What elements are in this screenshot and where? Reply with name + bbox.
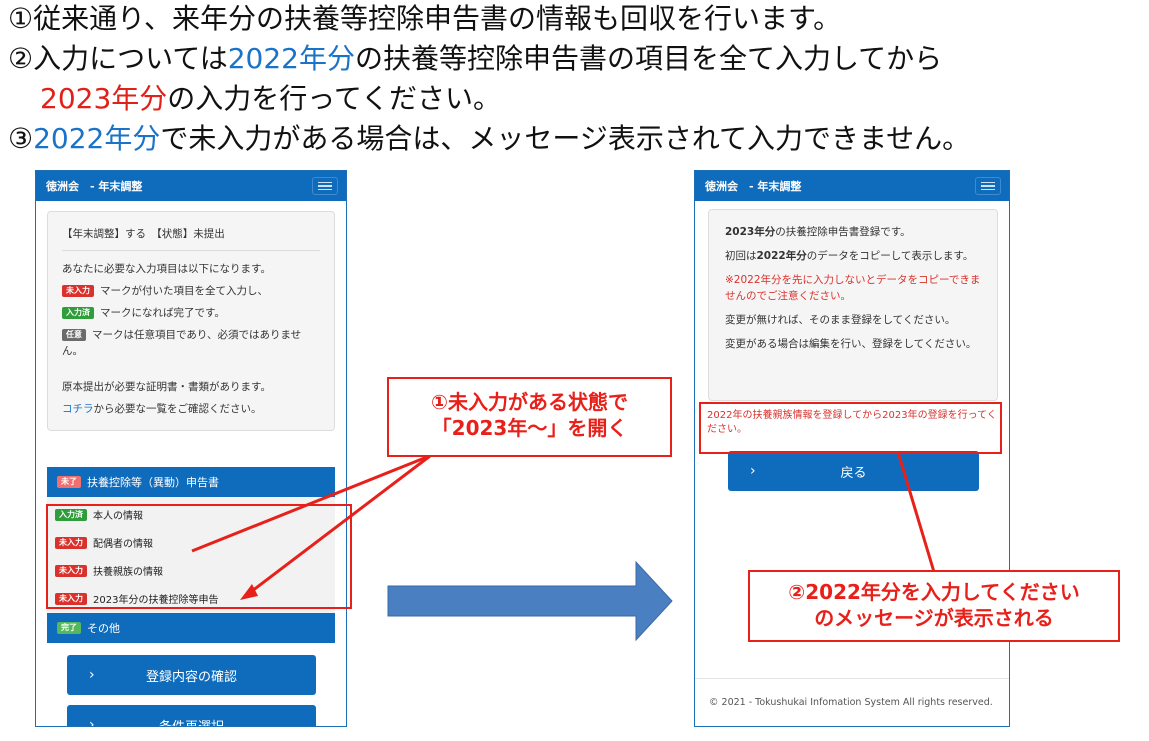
- heading-line-3: 2023年分の入力を行ってください。: [40, 82, 502, 115]
- info-p4: 変更が無ければ、そのまま登録をしてください。: [725, 314, 956, 326]
- intro-text: あなたに必要な入力項目は以下になります。: [62, 263, 271, 275]
- menu-icon[interactable]: [312, 177, 338, 195]
- unentered-badge: 未入力: [55, 536, 87, 549]
- legend-unentered: 未入力マークが付いた項目を全て入力し、: [62, 283, 320, 299]
- incomplete-badge: 未了: [57, 476, 81, 488]
- docs-link-line: コチラから必要な一覧をご確認ください。: [62, 403, 262, 415]
- unentered-badge: 未入力: [62, 285, 94, 297]
- callout-message-shown: ②2022年分を入力してください のメッセージが表示される: [748, 570, 1120, 642]
- confirm-registration-button[interactable]: › 登録内容の確認: [67, 655, 316, 695]
- info-p5: 変更がある場合は編集を行い、登録をしてください。: [725, 338, 977, 350]
- list-item-spouse-info[interactable]: 未入力 配偶者の情報: [55, 535, 153, 550]
- big-right-arrow: [387, 560, 673, 642]
- heading-line-4: ③2022年分で未入力がある場合は、メッセージ表示されて入力できません。: [8, 122, 971, 155]
- right-navbar: 徳洲会 - 年末調整: [695, 171, 1009, 201]
- heading-line-2: ②入力については2022年分の扶養等控除申告書の項目を全て入力してから: [8, 42, 943, 75]
- status-line: 【年末調整】する 【状態】未提出: [62, 226, 320, 251]
- chevron-right-icon: ›: [89, 717, 95, 727]
- callout-open-2023: ①未入力がある状態で 「2023年～」を開く: [387, 377, 672, 457]
- legend-optional: 任意マークは任意項目であり、必須ではありません。: [62, 329, 302, 357]
- chevron-right-icon: ›: [750, 463, 756, 479]
- complete-badge: 完了: [57, 622, 81, 634]
- highlight-box-list: [46, 504, 352, 609]
- unentered-badge: 未入力: [55, 564, 87, 577]
- navbar-title: 徳洲会 - 年末調整: [705, 180, 802, 193]
- list-item-2023-declaration[interactable]: 未入力 2023年分の扶養控除等申告: [55, 591, 218, 606]
- reselect-conditions-button[interactable]: › 条件再選択: [67, 705, 316, 727]
- right-phone-screen: 徳洲会 - 年末調整 2023年分の扶養控除申告書登録です。 初回は2022年分…: [694, 170, 1010, 727]
- list-item-self-info[interactable]: 入力済 本人の情報: [55, 507, 143, 522]
- right-info-box: 2023年分の扶養控除申告書登録です。 初回は2022年分のデータをコピーして表…: [708, 209, 998, 401]
- highlight-box-error: [699, 402, 1002, 454]
- navbar-title: 徳洲会 - 年末調整: [46, 180, 143, 193]
- back-button[interactable]: › 戻る: [728, 451, 979, 491]
- unentered-badge: 未入力: [55, 592, 87, 605]
- heading-line-1: ①従来通り、来年分の扶養等控除申告書の情報も回収を行います。: [8, 2, 842, 35]
- entered-badge: 入力済: [55, 508, 87, 521]
- info-p3-warning: ※2022年分を先に入力しないとデータをコピーできませんのでご注意ください。: [725, 274, 981, 302]
- legend-entered: 入力済マークになれば完了です。: [62, 305, 320, 321]
- section-dependent-deduction[interactable]: 未了 扶養控除等（異動）申告書: [47, 467, 335, 497]
- optional-badge: 任意: [62, 329, 86, 341]
- footer: © 2021 - Tokushukai Infomation System Al…: [695, 678, 1009, 726]
- info-p2: 初回は2022年分のデータをコピーして表示します。: [725, 250, 974, 262]
- left-phone-screen: 徳洲会 - 年末調整 【年末調整】する 【状態】未提出 あなたに必要な入力項目は…: [35, 170, 347, 727]
- entered-badge: 入力済: [62, 307, 94, 319]
- list-item-dependents-info[interactable]: 未入力 扶養親族の情報: [55, 563, 163, 578]
- menu-icon[interactable]: [975, 177, 1001, 195]
- error-message: 2022年の扶養親族情報を登録してから2023年の登録を行ってください。: [707, 410, 997, 435]
- left-navbar: 徳洲会 - 年末調整: [36, 171, 346, 201]
- info-p1: 2023年分の扶養控除申告書登録です。: [725, 226, 911, 238]
- section-other[interactable]: 完了 その他: [47, 613, 335, 643]
- left-info-box: 【年末調整】する 【状態】未提出 あなたに必要な入力項目は以下になります。 未入…: [47, 211, 335, 431]
- docs-link[interactable]: コチラ: [62, 403, 94, 415]
- chevron-right-icon: ›: [89, 667, 95, 683]
- docs-note: 原本提出が必要な証明書・書類があります。: [62, 381, 271, 393]
